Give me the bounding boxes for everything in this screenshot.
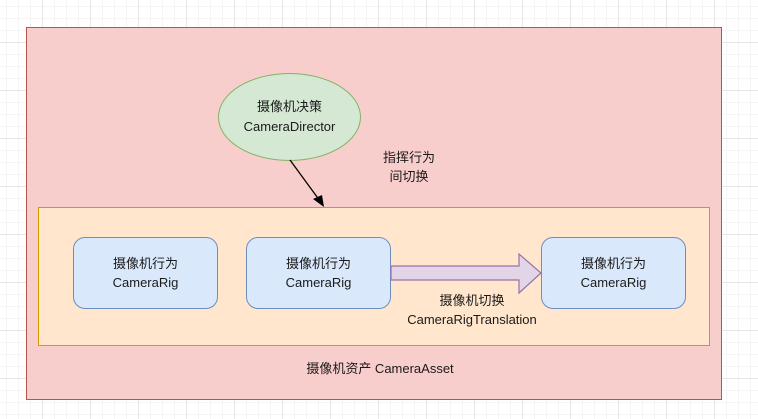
camera-director-title-en: CameraDirector [243, 119, 336, 134]
translation-label: 摄像机切换 CameraRigTranslation [392, 291, 552, 329]
camera-rig-title-cn: 摄像机行为 [285, 256, 351, 271]
camera-rig-title-en: CameraRig [112, 275, 179, 290]
camera-rig-title-en: CameraRig [285, 275, 352, 290]
translation-label-en: CameraRigTranslation [407, 312, 537, 327]
camera-asset-label: 摄像机资产 CameraAsset [306, 361, 454, 376]
translation-label-cn: 摄像机切换 [439, 293, 505, 308]
camera-rig-title-cn: 摄像机行为 [580, 256, 646, 271]
switch-label-line2: 间切换 [389, 169, 429, 184]
camera-rig-title-cn: 摄像机行为 [112, 256, 178, 271]
camera-rig-node-2[interactable]: 摄像机行为 CameraRig [246, 237, 391, 309]
camera-rig-node-3[interactable]: 摄像机行为 CameraRig [541, 237, 686, 309]
camera-director-title-cn: 摄像机决策 [256, 99, 322, 114]
camera-rig-title-en: CameraRig [580, 275, 647, 290]
switch-label-line1: 指挥行为 [382, 150, 435, 165]
camera-director-node[interactable]: 摄像机决策 CameraDirector [218, 73, 361, 161]
camera-rig-node-1[interactable]: 摄像机行为 CameraRig [73, 237, 218, 309]
switch-label: 指挥行为 间切换 [372, 148, 446, 186]
